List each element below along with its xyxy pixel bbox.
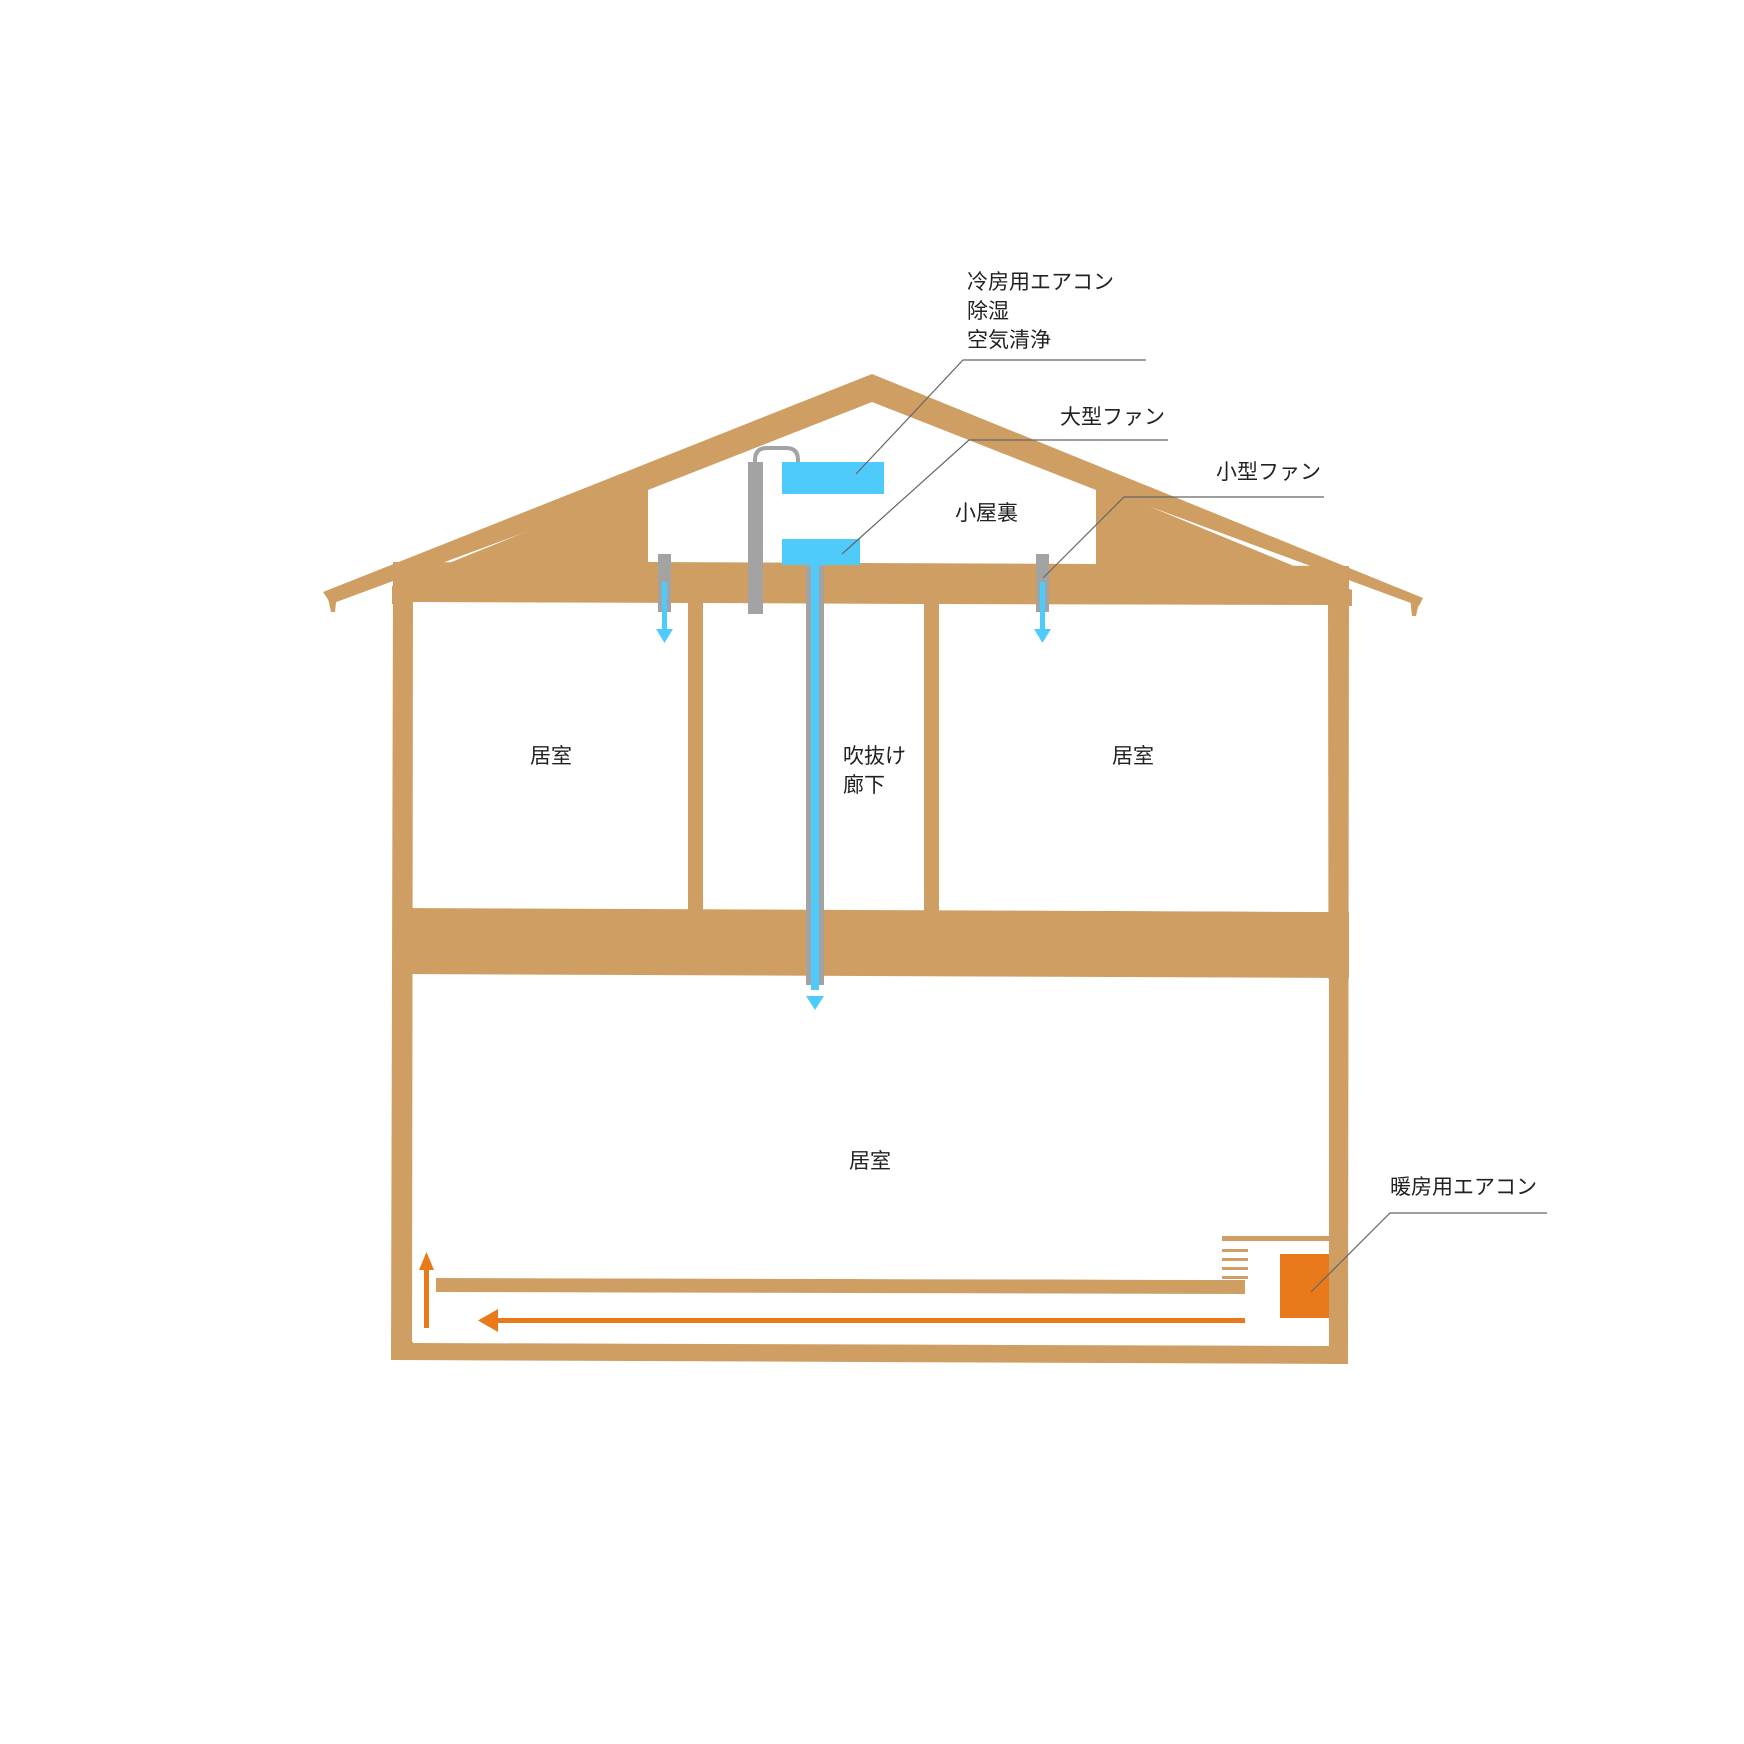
grille-line xyxy=(1222,1249,1248,1252)
label-small-fan: 小型ファン xyxy=(1216,460,1321,484)
attic-floor xyxy=(393,562,1349,604)
grille-line xyxy=(1222,1276,1248,1279)
warm-flow-vertical xyxy=(424,1268,429,1328)
label-atrium-line-2: 廊下 xyxy=(843,773,885,797)
room-lower-area xyxy=(413,976,1329,1280)
leader-cooling-ac xyxy=(855,359,1146,475)
label-attic: 小屋裏 xyxy=(955,501,1018,525)
label-room-upper-left: 居室 xyxy=(530,744,572,768)
warm-flow-horizontal xyxy=(496,1318,1245,1323)
small-fan-left-flow xyxy=(662,582,667,630)
label-room-lower: 居室 xyxy=(849,1149,891,1173)
heating-ac-unit xyxy=(1280,1254,1329,1318)
arrow-left-icon xyxy=(478,1309,498,1332)
large-fan-unit xyxy=(782,539,860,565)
leader-heating-ac xyxy=(1310,1212,1547,1293)
leader-large-fan xyxy=(841,439,1168,555)
grille-line xyxy=(1222,1258,1248,1261)
room-upper-left-area xyxy=(413,602,688,908)
arrow-down-icon xyxy=(656,629,673,643)
label-room-upper-right: 居室 xyxy=(1112,744,1154,768)
label-cooling-unit-line-1: 冷房用エアコン xyxy=(967,270,1114,294)
warm-airflow xyxy=(419,1252,1245,1332)
grille-line xyxy=(1222,1267,1248,1270)
leader-small-fan xyxy=(1042,496,1324,579)
heating-ac-grille xyxy=(1222,1236,1329,1279)
label-heating-unit: 暖房用エアコン xyxy=(1390,1175,1537,1199)
atrium-duct-flow xyxy=(811,565,819,990)
return-duct-hook xyxy=(753,446,800,466)
cooling-ac-unit xyxy=(782,462,884,494)
house-structure xyxy=(323,374,1423,1364)
leader-lines xyxy=(841,359,1547,1293)
roof-eave-left xyxy=(327,594,337,612)
arrow-down-icon xyxy=(806,996,824,1010)
label-cooling-unit-line-2: 除湿 xyxy=(967,299,1009,323)
label-large-fan: 大型ファン xyxy=(1060,405,1165,429)
intermediate-floor xyxy=(393,908,1349,978)
heating-duct xyxy=(436,1278,1245,1294)
return-duct xyxy=(748,446,800,614)
partition-right xyxy=(924,598,939,914)
atrium-duct xyxy=(806,565,824,1010)
grille-top-bar xyxy=(1222,1236,1329,1241)
small-fan-right xyxy=(1034,554,1051,643)
small-fan-right-flow xyxy=(1040,582,1045,630)
partition-left xyxy=(688,598,703,914)
small-fan-left xyxy=(656,554,673,643)
foundation xyxy=(391,1342,1348,1364)
arrow-up-icon xyxy=(419,1252,434,1270)
return-duct-riser xyxy=(748,462,763,614)
label-cooling-unit-line-3: 空気清浄 xyxy=(967,328,1051,352)
arrow-down-icon xyxy=(1034,629,1051,643)
roof-eave-right xyxy=(1410,598,1420,616)
wall-left xyxy=(391,590,413,1360)
room-upper-right-area xyxy=(939,604,1328,912)
label-atrium-line-1: 吹抜け xyxy=(843,744,906,768)
